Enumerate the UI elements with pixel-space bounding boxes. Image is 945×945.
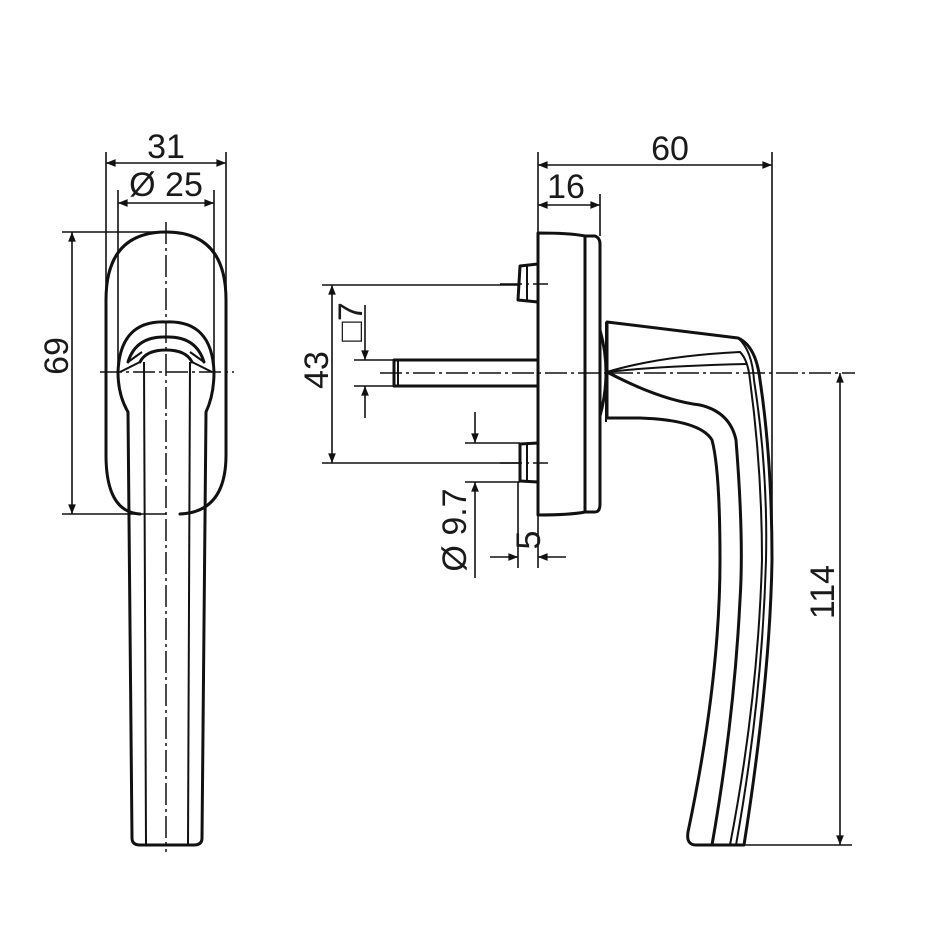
rose-lip — [583, 234, 602, 514]
knob-facet-left — [119, 351, 143, 373]
dim-sq7-label: □7 — [332, 302, 370, 341]
front-view: 31 Ø 25 69 — [38, 128, 234, 852]
lever-ridge-4 — [735, 337, 768, 846]
lever-shaft-outline — [116, 370, 216, 847]
lever-outline — [605, 320, 774, 847]
dim-dia25-label: Ø 25 — [129, 166, 203, 204]
dim-60-label: 60 — [651, 130, 689, 168]
knob-facet-right — [189, 351, 213, 373]
lever-ridge-2 — [606, 363, 747, 373]
lever-inner-line-right — [187, 361, 191, 846]
dim-5-label: 5 — [510, 531, 548, 550]
lever-ridge-1 — [606, 350, 764, 846]
dim-69-label: 69 — [38, 337, 76, 375]
dim-114-label: 114 — [804, 565, 842, 619]
dim-31-label: 31 — [147, 128, 185, 166]
dim-43-label: 43 — [298, 351, 336, 389]
rose-outline — [104, 230, 228, 516]
lever-ridge-3 — [605, 370, 743, 847]
side-view: 60 16 43 □7 Ø 9.7 5 114 — [298, 130, 855, 847]
dim-dia97-label: Ø 9.7 — [436, 488, 474, 571]
dim-16-label: 16 — [547, 168, 585, 206]
lever-inner-line-left — [143, 361, 147, 846]
rose-body — [536, 231, 587, 517]
